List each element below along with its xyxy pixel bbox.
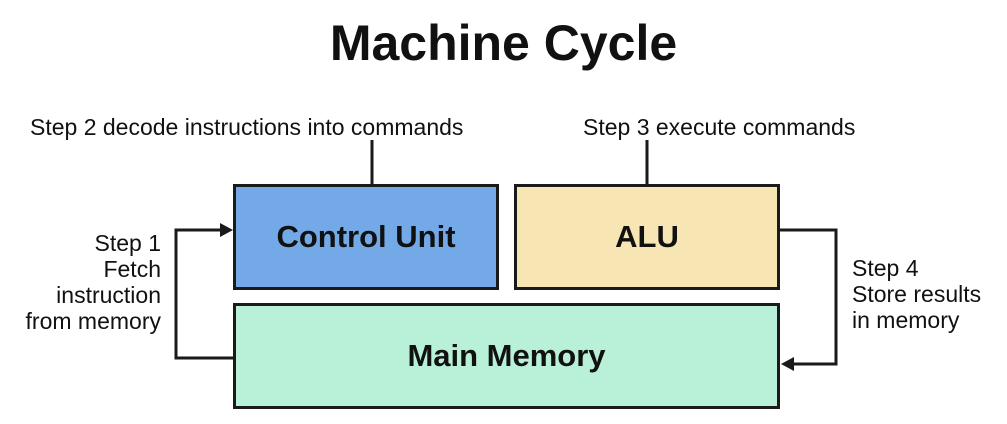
main-memory-label: Main Memory bbox=[407, 338, 606, 373]
step1-line-3: instruction bbox=[56, 282, 161, 308]
step4-line-2: Store results bbox=[852, 281, 982, 307]
step4-label: Step 4 Store results in memory bbox=[852, 255, 981, 333]
step1-line-1: Step 1 bbox=[94, 230, 162, 256]
step1-line-2: Fetch bbox=[103, 256, 161, 282]
step1-label: Step 1 Fetch instruction from memory bbox=[0, 230, 161, 334]
control-unit-label: Control Unit bbox=[276, 219, 456, 254]
main-memory-box: Main Memory bbox=[233, 303, 780, 409]
step3-label: Step 3 execute commands bbox=[583, 114, 856, 140]
alu-label: ALU bbox=[615, 219, 679, 254]
alu-box: ALU bbox=[514, 184, 780, 290]
step1-line-4: from memory bbox=[25, 308, 161, 334]
store-arrow-line bbox=[780, 228, 838, 366]
step4-line-1: Step 4 bbox=[852, 255, 919, 281]
diagram-title: Machine Cycle bbox=[329, 15, 678, 71]
control-unit-box: Control Unit bbox=[233, 184, 499, 290]
step4-line-3: in memory bbox=[852, 307, 960, 333]
step2-label: Step 2 decode instructions into commands bbox=[30, 114, 464, 140]
fetch-arrow-line bbox=[174, 228, 233, 360]
fetch-arrowhead bbox=[220, 223, 233, 237]
store-arrowhead bbox=[781, 357, 794, 371]
